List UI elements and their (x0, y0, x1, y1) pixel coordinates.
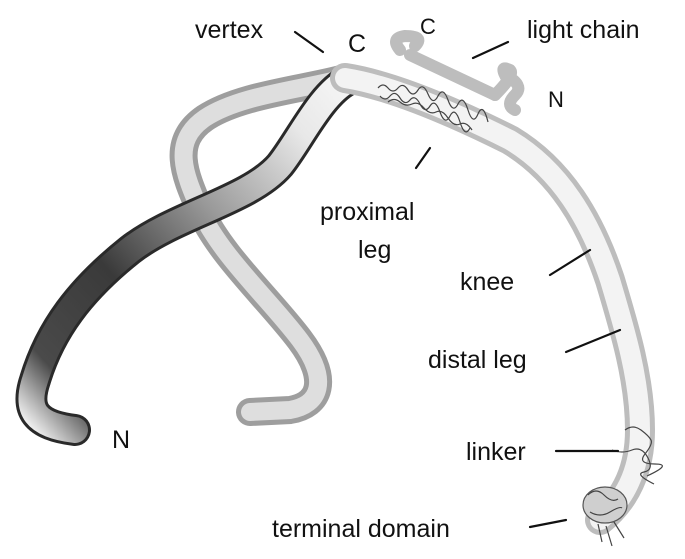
label-terminal-domain: terminal domain (272, 515, 450, 543)
label-c-light: C (420, 14, 436, 39)
label-knee: knee (460, 268, 514, 296)
label-light-chain: light chain (527, 16, 640, 44)
leader-terminal-domain (530, 520, 566, 527)
label-n-heavy: N (112, 426, 130, 454)
label-vertex: vertex (195, 16, 264, 44)
label-proximal: proximal (320, 198, 414, 226)
leader-light-chain (473, 42, 508, 58)
leader-vertex (295, 32, 323, 52)
label-leg: leg (358, 236, 391, 264)
label-c-heavy: C (348, 30, 366, 58)
leader-knee (550, 250, 590, 275)
label-n-light: N (548, 87, 564, 112)
label-linker: linker (466, 438, 526, 466)
leader-proximal-leg (416, 148, 430, 168)
label-distal-leg: distal leg (428, 346, 527, 374)
